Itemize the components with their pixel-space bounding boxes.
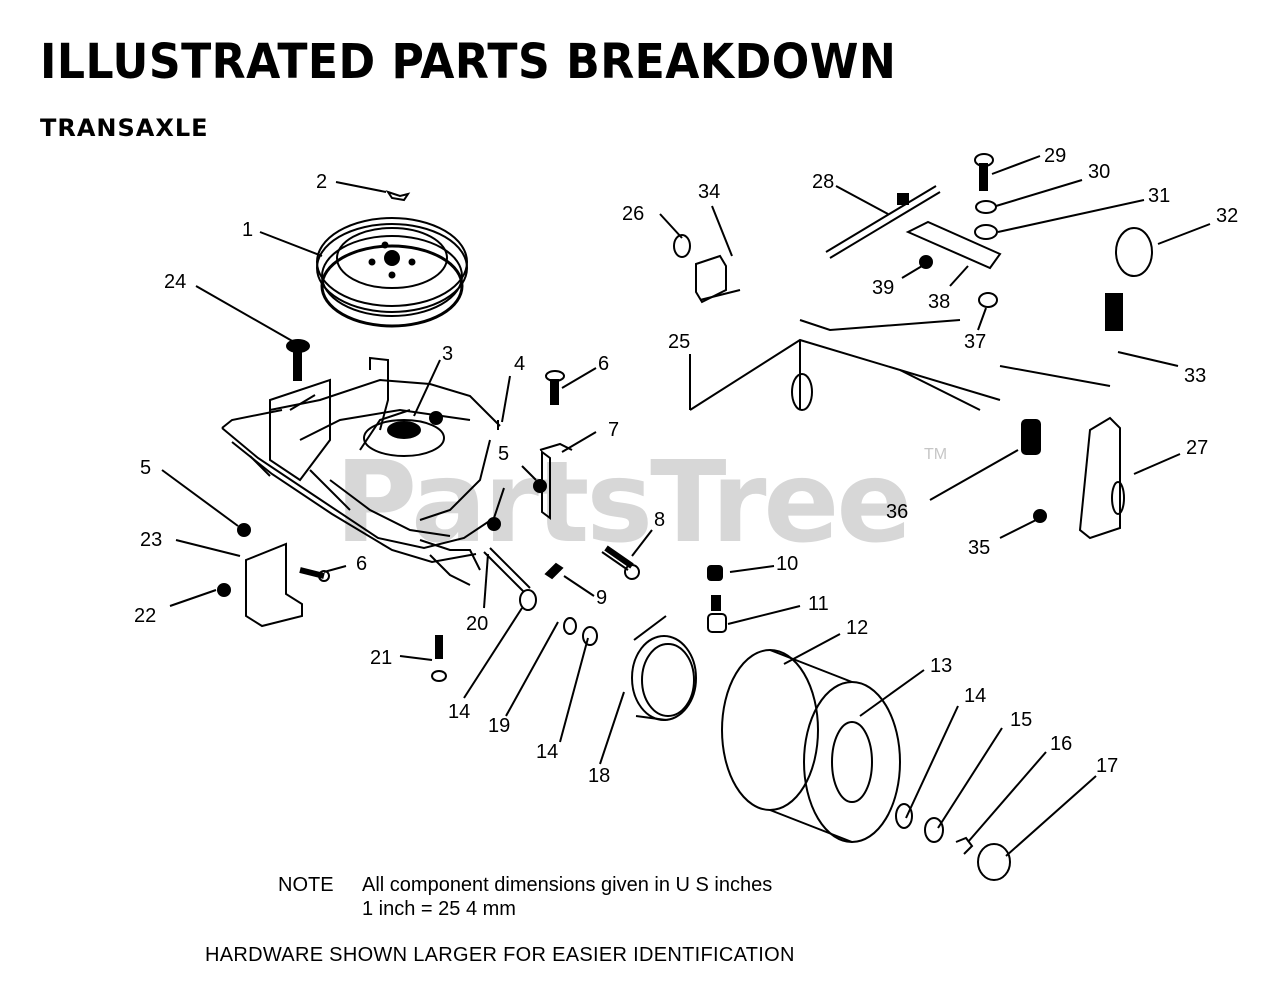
- part-bracket-23: [245, 542, 303, 628]
- callout-34: 34: [698, 181, 720, 203]
- part-plate-38: [905, 220, 1002, 270]
- callout-31: 31: [1148, 185, 1170, 207]
- part-washer-14b: [582, 626, 598, 646]
- part-key: [385, 190, 411, 202]
- part-spring-9: [544, 562, 564, 580]
- part-bolt-24: [286, 339, 310, 381]
- callout-18: 18: [588, 765, 610, 787]
- part-nut-39: [919, 255, 933, 269]
- callout-23: 23: [140, 529, 162, 551]
- part-bolt-29: [974, 153, 994, 191]
- callout-9: 9: [596, 587, 607, 609]
- callout-38: 38: [928, 291, 950, 313]
- part-fitting-10: [707, 565, 723, 581]
- part-washer-15: [924, 817, 944, 843]
- note-label: NOTE: [278, 874, 334, 896]
- callout-1: 1: [242, 219, 253, 241]
- footer-note: HARDWARE SHOWN LARGER FOR EASIER IDENTIF…: [205, 944, 795, 966]
- callout-16: 16: [1050, 733, 1072, 755]
- callout-6a: 6: [598, 353, 609, 375]
- part-spring-33: [999, 293, 1123, 387]
- part-cap-32: [1115, 227, 1153, 277]
- part-cap-17: [977, 843, 1011, 881]
- callout-21: 21: [370, 647, 392, 669]
- watermark-trademark: TM: [924, 446, 948, 463]
- callout-19: 19: [488, 715, 510, 737]
- callout-26: 26: [622, 203, 644, 225]
- part-bushing-36: [1021, 419, 1041, 455]
- part-shaft-20: [483, 547, 531, 593]
- callout-labels: 2 1 24 3 4 6 7 5 5 23 6 22 8 9 20 21 14 …: [134, 145, 1238, 787]
- callout-8: 8: [654, 509, 665, 531]
- part-tire-12-13: [721, 649, 901, 843]
- part-washer-37: [978, 292, 998, 308]
- callout-4: 4: [514, 353, 525, 375]
- note-conversion: 1 inch = 25 4 mm: [362, 898, 516, 920]
- part-nut-5-lower: [237, 523, 251, 537]
- callout-33: 33: [1184, 365, 1206, 387]
- part-frame-25: [689, 319, 1001, 411]
- part-washer-14c: [895, 803, 913, 829]
- callout-5b: 5: [140, 457, 151, 479]
- part-bracket-34: [695, 254, 741, 304]
- callout-30: 30: [1088, 161, 1110, 183]
- part-valve-11: [707, 595, 727, 633]
- callout-5a: 5: [498, 443, 509, 465]
- callout-27: 27: [1186, 437, 1208, 459]
- part-bolt-6-upper: [545, 370, 565, 405]
- callout-14b: 14: [536, 741, 558, 763]
- callout-20: 20: [466, 613, 488, 635]
- part-washer-31: [974, 224, 998, 240]
- part-nut-5-upper: [533, 479, 547, 493]
- part-washer-14a: [519, 589, 537, 611]
- part-nut-22: [217, 583, 231, 597]
- callout-37: 37: [964, 331, 986, 353]
- section-title: TRANSAXLE: [40, 114, 209, 142]
- part-transaxle: [221, 356, 505, 586]
- callout-35: 35: [968, 537, 990, 559]
- part-pulley: [316, 217, 468, 328]
- callout-13: 13: [930, 655, 952, 677]
- callout-22: 22: [134, 605, 156, 627]
- callout-39: 39: [872, 277, 894, 299]
- callout-2: 2: [316, 171, 327, 193]
- part-rod-28: [825, 185, 941, 259]
- callout-32: 32: [1216, 205, 1238, 227]
- callout-14a: 14: [448, 701, 470, 723]
- callout-24: 24: [164, 271, 186, 293]
- callout-11: 11: [808, 593, 829, 615]
- callout-14c: 14: [964, 685, 986, 707]
- callout-10: 10: [776, 553, 798, 575]
- callout-15: 15: [1010, 709, 1032, 731]
- callout-3: 3: [442, 343, 453, 365]
- part-nut-35: [1033, 509, 1047, 523]
- leader-lines: [161, 155, 1211, 857]
- callout-36: 36: [886, 501, 908, 523]
- part-bracket-27: [1078, 416, 1125, 540]
- note-text: All component dimensions given in U S in…: [362, 874, 773, 896]
- part-bolt-8: [601, 545, 640, 580]
- part-washer-26: [673, 234, 691, 258]
- callout-6b: 6: [356, 553, 367, 575]
- callout-25: 25: [668, 331, 690, 353]
- callout-12: 12: [846, 617, 868, 639]
- part-spacer-19: [563, 617, 577, 635]
- page-title: ILLUSTRATED PARTS BREAKDOWN: [40, 34, 897, 90]
- callout-29: 29: [1044, 145, 1066, 167]
- callout-7: 7: [608, 419, 619, 441]
- part-pin-21: [431, 635, 447, 682]
- callout-28: 28: [812, 171, 834, 193]
- part-washer-30: [975, 200, 997, 214]
- callout-17: 17: [1096, 755, 1118, 777]
- part-wheel-18: [631, 615, 697, 721]
